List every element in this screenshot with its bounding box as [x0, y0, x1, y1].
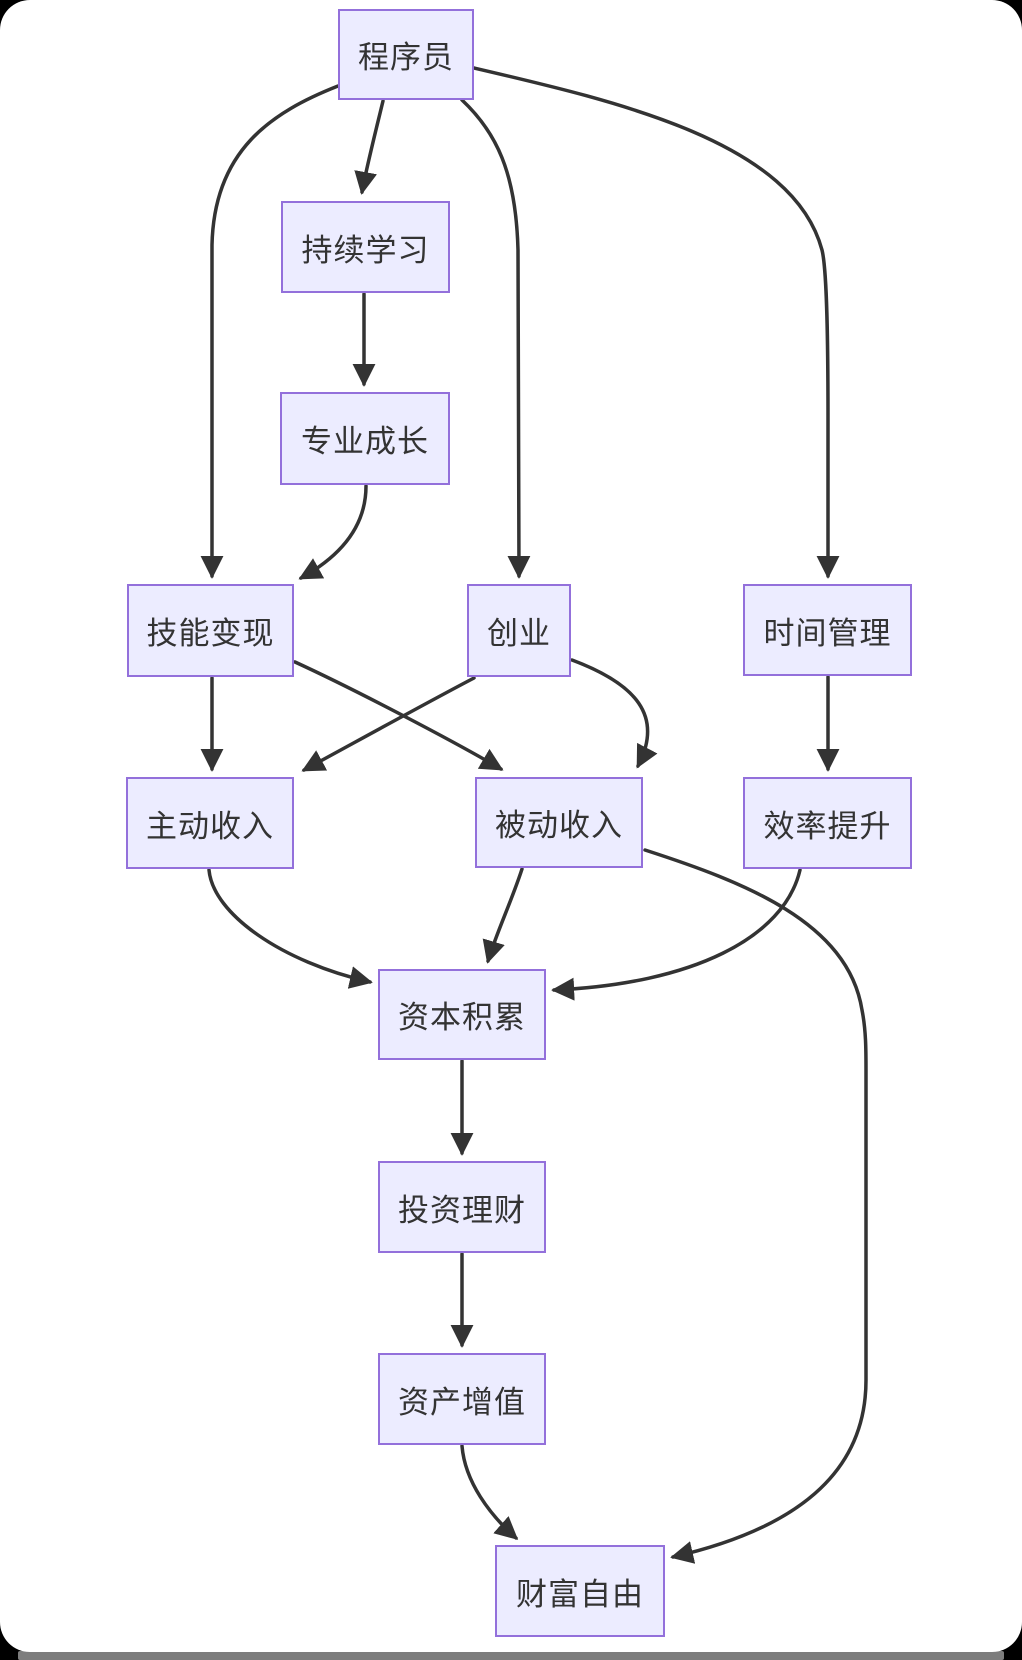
edge-programmer-skill-monetization — [200, 84, 340, 579]
node-asset-appreciation: 资产增值 — [378, 1353, 546, 1445]
edge-professional-growth-skill-monetization — [298, 484, 368, 580]
edge-passive-income-financial-freedom — [643, 848, 868, 1564]
node-programmer: 程序员 — [338, 9, 474, 100]
edge-skill-monetization-passive-income — [293, 660, 504, 771]
edge-passive-income-capital-accumulation — [482, 867, 524, 964]
node-investment-financing: 投资理财 — [378, 1161, 546, 1253]
node-continuous-learning: 持续学习 — [281, 201, 450, 293]
edge-programmer-time-management — [472, 66, 840, 579]
node-professional-growth: 专业成长 — [280, 392, 450, 485]
edge-programmer-entrepreneurship — [460, 98, 531, 579]
edge-asset-appreciation-financial-freedom — [460, 1444, 519, 1540]
horizontal-scrollbar[interactable] — [18, 1651, 1004, 1660]
edge-efficiency-improvement-capital-accumulation — [551, 868, 802, 1001]
node-capital-accumulation: 资本积累 — [378, 969, 546, 1060]
node-financial-freedom: 财富自由 — [495, 1545, 665, 1637]
node-efficiency-improvement: 效率提升 — [743, 777, 912, 869]
node-active-income: 主动收入 — [126, 777, 294, 869]
node-passive-income: 被动收入 — [475, 777, 643, 868]
node-time-management: 时间管理 — [743, 584, 912, 676]
edge-entrepreneurship-passive-income — [570, 658, 658, 769]
edge-programmer-continuous-learning — [354, 99, 385, 195]
node-skill-monetization: 技能变现 — [127, 584, 294, 677]
edge-active-income-capital-accumulation — [207, 868, 373, 989]
node-entrepreneurship: 创业 — [467, 584, 571, 677]
edge-entrepreneurship-active-income — [301, 676, 476, 772]
